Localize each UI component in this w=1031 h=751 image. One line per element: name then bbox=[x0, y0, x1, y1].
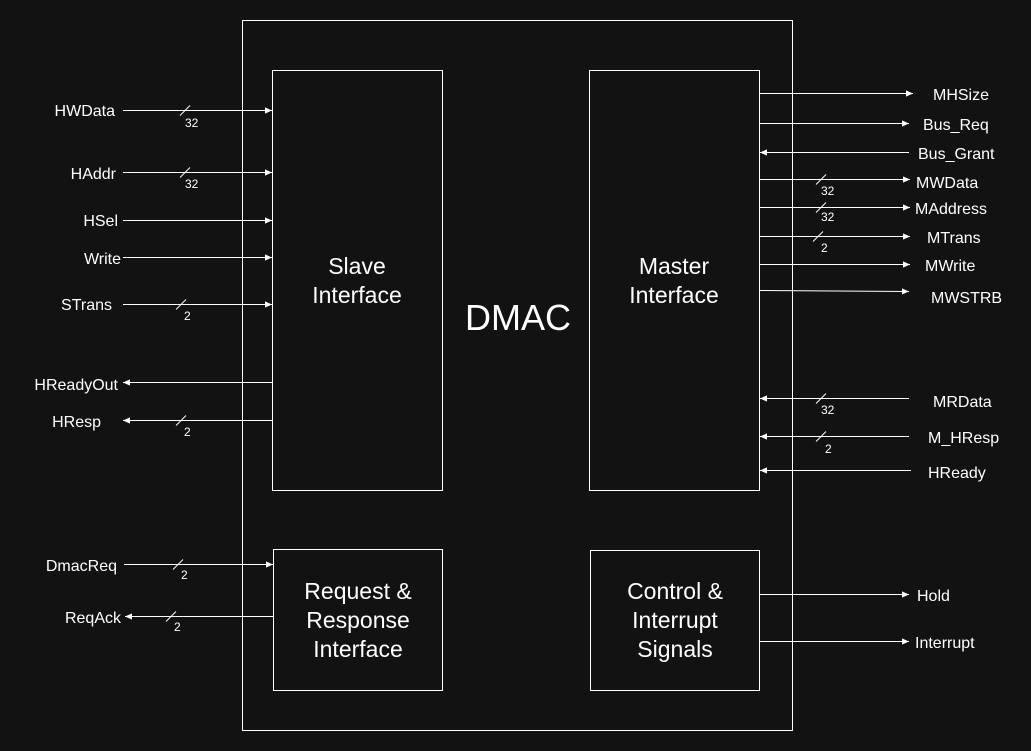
master-label-line2: Interface bbox=[629, 282, 719, 308]
bus-width-label: 32 bbox=[821, 210, 835, 224]
signal-wire-arrow bbox=[759, 288, 910, 295]
signal-bus-grant: Bus_Grant bbox=[760, 146, 995, 163]
master-label-line1: Master bbox=[639, 253, 710, 279]
bus-width-label: 2 bbox=[825, 442, 832, 456]
signal-label: MWData bbox=[916, 175, 978, 192]
signal-label: STrans bbox=[61, 297, 112, 314]
master-interface-block: Master Interface bbox=[589, 70, 760, 491]
signal-reqack: ReqAck 2 bbox=[65, 610, 273, 634]
bus-width-label: 32 bbox=[185, 177, 199, 191]
signal-label: HReadyOut bbox=[34, 377, 118, 394]
signal-interrupt: Interrupt bbox=[760, 635, 975, 652]
signal-maddress: MAddress 32 bbox=[760, 201, 987, 224]
signal-hreadyout: HReadyOut bbox=[34, 377, 272, 394]
signal-label: MAddress bbox=[915, 201, 987, 218]
bus-width-label: 32 bbox=[185, 116, 199, 130]
signal-label: HAddr bbox=[71, 166, 117, 183]
signal-mwstrb: MWSTRB bbox=[759, 288, 1002, 307]
signal-label: MWSTRB bbox=[931, 290, 1002, 307]
signal-mwrite: MWrite bbox=[760, 258, 975, 275]
signal-strans: STrans 2 bbox=[61, 297, 272, 323]
control-interrupt-block: Control & Interrupt Signals bbox=[590, 550, 760, 691]
slave-label-line2: Interface bbox=[312, 282, 402, 308]
signal-label: DmacReq bbox=[46, 558, 117, 575]
bus-width-label: 2 bbox=[184, 425, 191, 439]
bus-width-label: 2 bbox=[174, 620, 181, 634]
signal-label: Write bbox=[84, 251, 121, 268]
bus-width-slash bbox=[815, 174, 827, 185]
signal-mwdata: MWData 32 bbox=[760, 174, 978, 198]
signal-hold: Hold bbox=[760, 588, 950, 605]
signal-haddr: HAddr 32 bbox=[71, 166, 272, 191]
signal-label: MWrite bbox=[925, 258, 975, 275]
signal-label: HSel bbox=[83, 213, 118, 230]
bus-width-slash bbox=[175, 299, 187, 310]
bus-width-slash bbox=[179, 105, 191, 116]
signal-label: MRData bbox=[933, 394, 992, 411]
signal-hwdata: HWData 32 bbox=[55, 103, 272, 130]
bus-width-slash bbox=[815, 202, 827, 213]
signal-m-hresp: M_HResp 2 bbox=[760, 430, 999, 456]
request-label-line2: Response bbox=[306, 607, 410, 633]
signal-bus-req: Bus_Req bbox=[760, 117, 989, 134]
control-label-line1: Control & bbox=[627, 578, 723, 604]
bus-width-label: 32 bbox=[821, 403, 835, 417]
bus-width-label: 2 bbox=[821, 241, 828, 255]
signal-label: M_HResp bbox=[928, 430, 999, 447]
signal-hready: HReady bbox=[760, 465, 986, 482]
signal-write: Write bbox=[84, 251, 272, 268]
slave-label-line1: Slave bbox=[328, 253, 386, 279]
signal-label: HWData bbox=[55, 103, 116, 120]
slave-interface-block: Slave Interface bbox=[272, 70, 443, 491]
signal-label: MHSize bbox=[933, 87, 989, 104]
signal-hsel: HSel bbox=[83, 213, 272, 230]
signal-label: ReqAck bbox=[65, 610, 122, 627]
signal-label: MTrans bbox=[927, 230, 981, 247]
bus-width-label: 32 bbox=[821, 184, 835, 198]
signal-label: Hold bbox=[917, 588, 950, 605]
signal-label: HResp bbox=[52, 414, 101, 431]
signal-label: HReady bbox=[928, 465, 986, 482]
signal-label: Interrupt bbox=[915, 635, 975, 652]
request-response-block: Request & Response Interface bbox=[273, 549, 443, 691]
bus-width-slash bbox=[165, 611, 177, 622]
signal-hresp: HResp 2 bbox=[52, 414, 272, 439]
bus-width-slash bbox=[179, 167, 191, 178]
signal-mhsize: MHSize bbox=[760, 87, 989, 104]
signal-dmacreq: DmacReq 2 bbox=[46, 558, 273, 582]
dmac-title: DMAC bbox=[465, 297, 571, 338]
dmac-outer-box bbox=[242, 20, 793, 731]
bus-width-label: 2 bbox=[181, 568, 188, 582]
bus-width-slash bbox=[172, 559, 184, 570]
bus-width-label: 2 bbox=[184, 309, 191, 323]
request-label-line3: Interface bbox=[313, 636, 403, 662]
control-label-line3: Signals bbox=[637, 636, 712, 662]
bus-width-slash bbox=[815, 431, 827, 442]
bus-width-slash bbox=[175, 415, 187, 426]
bus-width-slash bbox=[812, 231, 824, 242]
signal-label: Bus_Grant bbox=[918, 146, 995, 163]
bus-width-slash bbox=[815, 393, 827, 404]
request-label-line1: Request & bbox=[304, 578, 411, 604]
control-label-line2: Interrupt bbox=[632, 607, 718, 633]
signal-mtrans: MTrans 2 bbox=[760, 230, 981, 255]
signal-mrdata: MRData 32 bbox=[760, 393, 992, 417]
signal-label: Bus_Req bbox=[923, 117, 989, 134]
